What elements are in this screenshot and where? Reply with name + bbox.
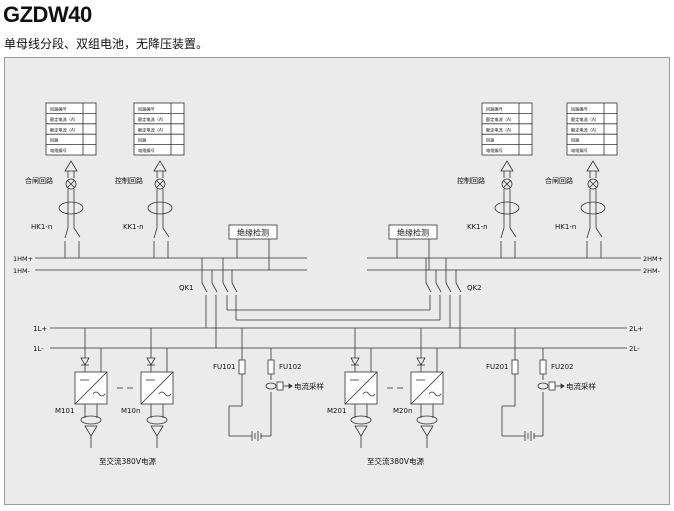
panel-row-label: 回路编号 (571, 106, 588, 113)
ac-source-label-left: 至交流380V电源 (99, 456, 156, 466)
rectifier-module-m201: M201 (327, 328, 378, 448)
meter-panel-top-left-2: 回路编号 额定电流（A） 额定电流（A） 回路 电缆编号 (133, 102, 185, 156)
qk2-switch-group: QK2 (425, 258, 482, 348)
branch-closing-left: 合闸回路 HK1-n (25, 160, 84, 258)
closing-circuit-label-right: 合闸回路 (545, 176, 573, 185)
panel-row-label: 额定电流（A） (486, 126, 514, 133)
bus-1hm-plus-label: 1HM+ (13, 255, 33, 263)
page-subtitle: 单母线分段、双组电池，无降压装置。 (4, 37, 209, 51)
bus-2l-plus-label: 2L+ (629, 325, 643, 333)
panel-row-label: 额定电流（A） (50, 116, 78, 123)
insulation-monitor-label: 绝缘检测 (237, 228, 269, 238)
qk1-label: QK1 (179, 284, 194, 292)
bus-1hm-minus-label: 1HM- (13, 267, 31, 275)
bus-2hm-plus-label: 2HM+ (643, 255, 663, 263)
panel-row-label: 电缆编号 (571, 147, 588, 154)
meter-panel-top-right-1: 回路编号 额定电流（A） 额定电流（A） 回路 电缆编号 (481, 102, 533, 156)
m101-label: M101 (55, 407, 74, 415)
branch-control-right: 控制回路 KK1-n (457, 160, 520, 258)
control-circuit-label: 控制回路 (115, 176, 143, 185)
panel-row-label: 电缆编号 (486, 147, 503, 154)
hk1-label: HK1-n (31, 223, 52, 231)
l-buses: 1L+ 1L- 2L+ 2L- (33, 325, 643, 353)
diagram-frame: 回路编号 额定电流（A） 额定电流（A） 回路 电缆编号 回路编号 额定电流（A… (4, 57, 670, 505)
wiring-diagram: 回路编号 额定电流（A） 额定电流（A） 回路 电缆编号 回路编号 额定电流（A… (13, 102, 663, 466)
fu202-label: FU202 (551, 363, 574, 371)
panel-row-label: 额定电流（A） (571, 126, 599, 133)
hm-buses: 1HM+ 1HM- 2HM+ 2HM- (13, 255, 663, 275)
cross-tie-lines (227, 309, 440, 321)
m201-label: M201 (327, 407, 346, 415)
current-sampling-label: 电流采样 (294, 381, 324, 391)
panel-row-label: 回路 (50, 137, 59, 144)
fu201-label: FU201 (486, 363, 509, 371)
panel-row-label: 额定电流（A） (138, 116, 166, 123)
ac-source-label-right: 至交流380V电源 (367, 456, 424, 466)
control-circuit-label-right: 控制回路 (457, 176, 485, 185)
panel-row-label: 额定电流（A） (486, 116, 514, 123)
meter-panel-top-right-2: 回路编号 额定电流（A） 额定电流（A） 回路 电缆编号 (566, 102, 618, 156)
kk1-label-right: KK1-n (467, 223, 488, 231)
panel-row-label: 电缆编号 (50, 147, 67, 154)
bus-2hm-minus-label: 2HM- (643, 267, 661, 275)
meter-panel-top-left-1: 回路编号 额定电流（A） 额定电流（A） 回路 电缆编号 (45, 102, 97, 156)
panel-row-label: 回路 (571, 137, 580, 144)
panel-row-label: 额定电流（A） (138, 126, 166, 133)
panel-row-label: 额定电流（A） (50, 126, 78, 133)
page-title: GZDW40 (3, 2, 92, 27)
fu102-label: FU102 (279, 363, 302, 371)
insulation-monitor-label-right: 绝缘检测 (397, 228, 429, 238)
current-sampling-label-right: 电流采样 (566, 381, 596, 391)
panel-row-label: 额定电流（A） (571, 116, 599, 123)
qk1-switch-group: QK1 (179, 258, 238, 348)
hk1-label-right: HK1-n (555, 223, 576, 231)
branch-control-left: 控制回路 KK1-n (115, 160, 173, 258)
panel-row-label: 电缆编号 (138, 147, 155, 154)
panel-row-label: 回路编号 (50, 106, 67, 113)
insulation-monitor-right: 绝缘检测 (388, 224, 438, 270)
closing-circuit-label: 合闸回路 (25, 176, 53, 185)
bus-2l-minus-label: 2L- (629, 345, 640, 353)
insulation-monitor-left: 绝缘检测 (228, 224, 278, 270)
rectifier-module-m10n: M10n (121, 328, 174, 448)
rectifier-module-m20n: M20n (393, 328, 444, 448)
branch-closing-right: 合闸回路 HK1-n (545, 160, 606, 258)
panel-row-label: 回路 (138, 137, 147, 144)
bus-1l-minus-label: 1L- (33, 345, 44, 353)
battery-circuit-left: FU101 FU102 电流采样 (213, 328, 324, 441)
panel-row-label: 回路 (486, 137, 495, 144)
m10n-label: M10n (121, 407, 140, 415)
battery-circuit-right: FU201 FU202 电流采样 (486, 328, 596, 441)
panel-row-label: 回路编号 (138, 106, 155, 113)
qk2-label: QK2 (467, 284, 482, 292)
fu101-label: FU101 (213, 363, 236, 371)
bus-1l-plus-label: 1L+ (33, 325, 47, 333)
panel-row-label: 回路编号 (486, 106, 503, 113)
kk1-label: KK1-n (123, 223, 144, 231)
m20n-label: M20n (393, 407, 412, 415)
rectifier-module-m101: M101 (55, 328, 108, 448)
